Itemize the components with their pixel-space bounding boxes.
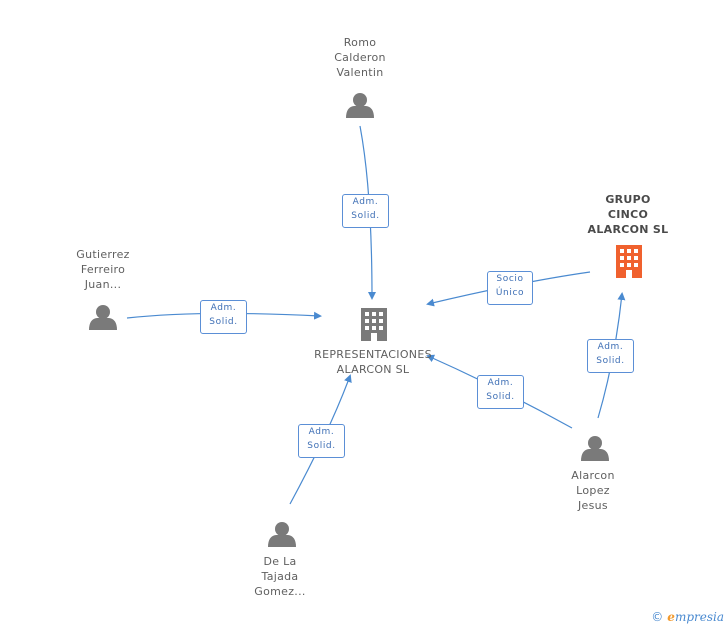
person-icon-romo[interactable]	[346, 93, 374, 118]
node-label-alarcon[interactable]: Alarcon Lopez Jesus	[571, 469, 615, 512]
edge-label-grupo: Socio Único	[487, 271, 533, 305]
building-icon[interactable]	[361, 308, 387, 341]
node-label-romo[interactable]: Romo Calderon Valentin	[334, 36, 386, 79]
node-label-delatajada[interactable]: De La Tajada Gomez...	[254, 555, 306, 598]
edge-label-gutierrez: Adm. Solid.	[200, 300, 247, 334]
person-icon-gutierrez[interactable]	[89, 305, 117, 330]
footer-brand: © empresia	[651, 610, 724, 624]
edge-label-romo: Adm. Solid.	[342, 194, 389, 228]
node-label-grupo[interactable]: GRUPO CINCO ALARCON SL	[587, 193, 669, 236]
edge-label-alarcon-grupo: Adm. Solid.	[587, 339, 634, 373]
edge-label-delatajada: Adm. Solid.	[298, 424, 345, 458]
building-icon-highlighted[interactable]	[616, 245, 642, 278]
empresia-logo: empresia	[667, 610, 724, 624]
person-icon-alarcon[interactable]	[581, 436, 609, 461]
node-label-gutierrez[interactable]: Gutierrez Ferreiro Juan...	[76, 248, 130, 291]
copyright-symbol: ©	[651, 610, 664, 624]
edge-label-alarcon-center: Adm. Solid.	[477, 375, 524, 409]
node-label-center[interactable]: REPRESENTACIONES ALARCON SL	[314, 348, 432, 376]
person-icon-delatajada[interactable]	[268, 522, 296, 547]
